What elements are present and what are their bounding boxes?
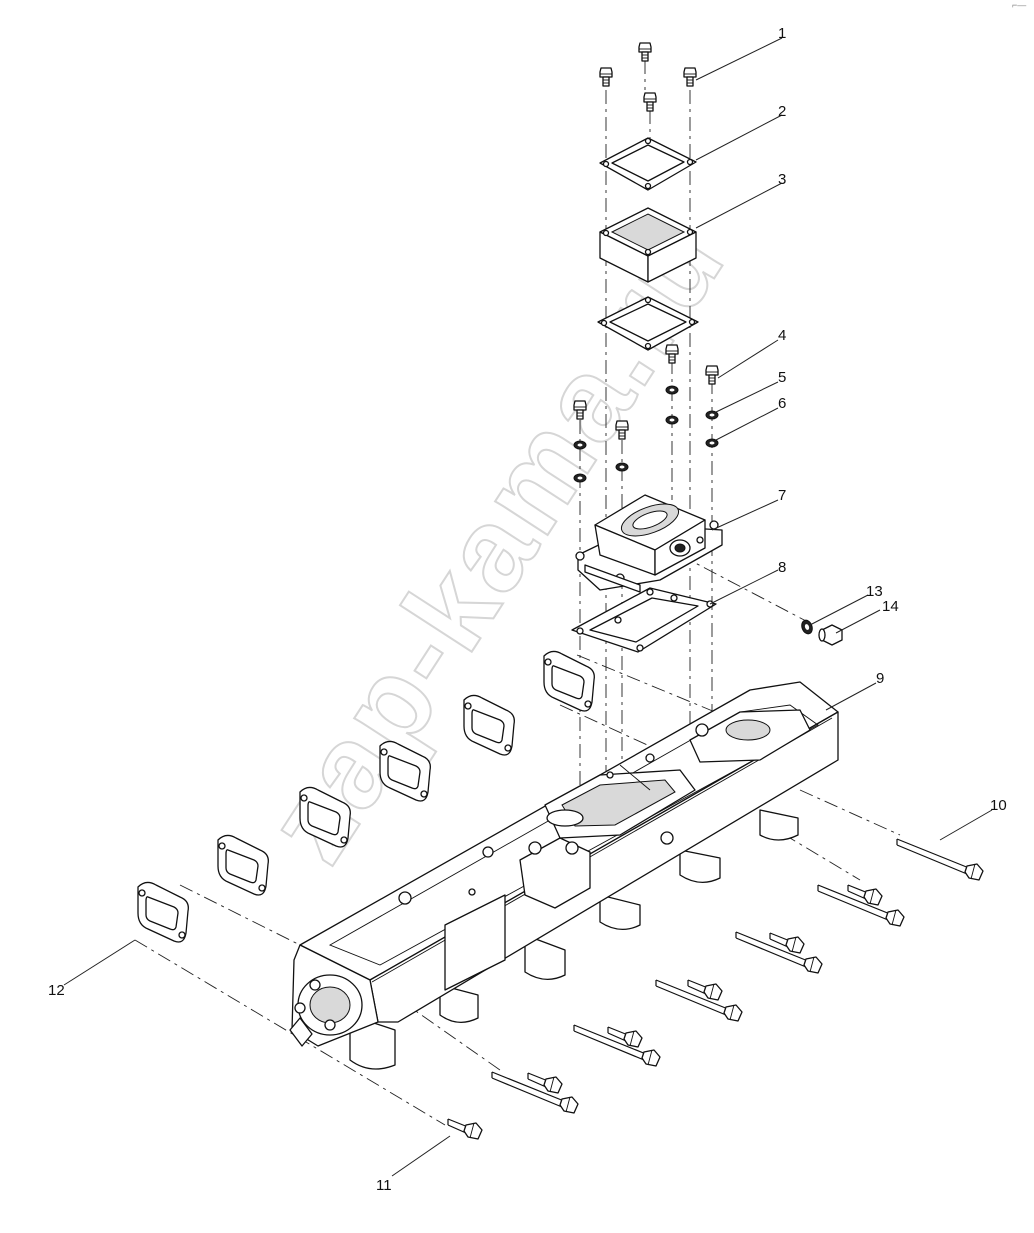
spacer-block <box>599 207 697 283</box>
callout-4: 4 <box>778 327 786 344</box>
manifold-body <box>289 681 839 1070</box>
flange-gasket <box>571 587 717 653</box>
callout-labels: 1 2 3 4 5 6 7 8 9 10 11 12 13 14 <box>48 25 1007 1194</box>
corner-mark: ⌐— <box>1012 0 1026 10</box>
plug-and-seal <box>801 619 843 646</box>
callout-14: 14 <box>882 598 899 615</box>
adapter-housing <box>575 494 723 593</box>
callout-3: 3 <box>778 171 786 188</box>
callout-6: 6 <box>778 395 786 412</box>
callout-10: 10 <box>990 797 1007 814</box>
callout-7: 7 <box>778 487 786 504</box>
callout-9: 9 <box>876 670 884 687</box>
top-bolts <box>599 42 697 112</box>
callout-5: 5 <box>778 369 786 386</box>
callout-leaders <box>63 37 993 1177</box>
callout-2: 2 <box>778 103 786 120</box>
callout-12: 12 <box>48 982 65 999</box>
callout-11: 11 <box>376 1177 392 1194</box>
upper-gasket <box>599 137 697 191</box>
callout-8: 8 <box>778 559 786 576</box>
lower-spacer-gasket <box>597 296 699 351</box>
callout-13: 13 <box>866 583 883 600</box>
callout-1: 1 <box>778 25 786 42</box>
